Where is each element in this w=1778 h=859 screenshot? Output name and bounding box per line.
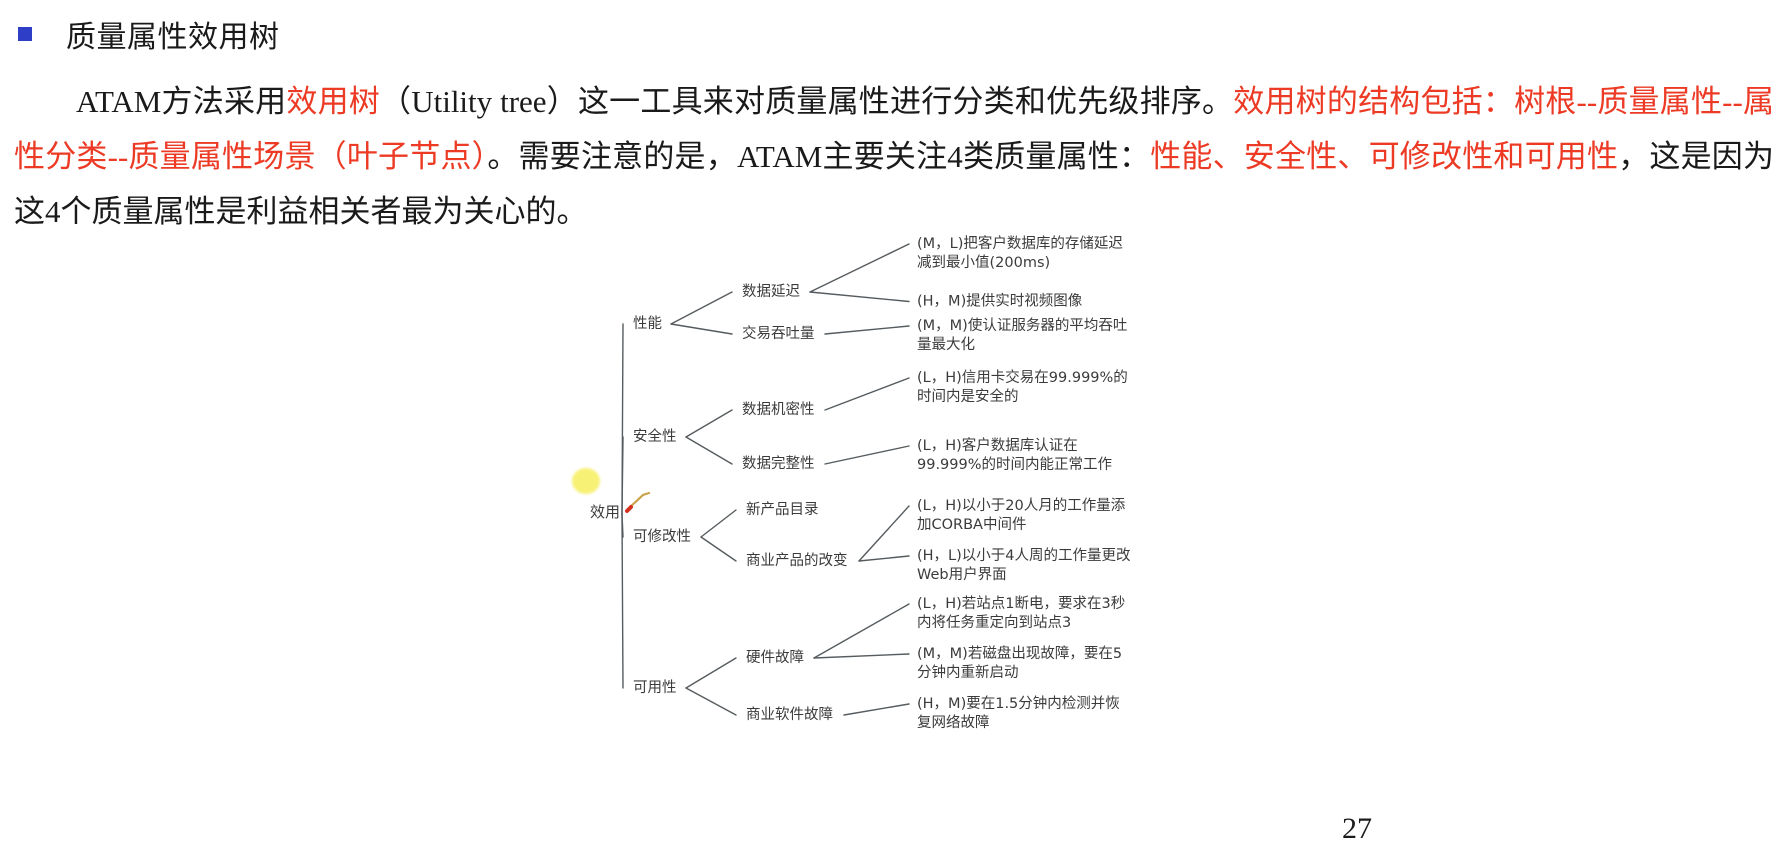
paragraph-run-6: ，这是因为这4个质量属性是利益相关者最为关心的。	[14, 139, 1775, 229]
tree-connector-lines	[621, 243, 910, 716]
tree-attribute-node-3: 可用性	[633, 680, 677, 696]
tree-category-node-2-1: 商业产品的改变	[746, 553, 848, 569]
tree-attribute-node-2: 可修改性	[633, 529, 691, 545]
tree-scenario-leaf-3-0-0: (L，H)若站点1断电，要求在3秒内将任务重定向到站点3	[917, 596, 1126, 631]
paragraph-run-5: 性能、安全性、可修改性和可用性	[1150, 139, 1619, 174]
body-paragraph: ATAM方法采用效用树（Utility tree）这一工具来对质量属性进行分类和…	[14, 74, 1774, 239]
slide-heading-row: 质量属性效用树	[18, 12, 280, 56]
paragraph-run-1: 效用树	[286, 84, 380, 119]
utility-tree-diagram: 效用 性能 数据延迟 (M，L)把客户数据库的存储延迟减到最小值(200ms) (H，M…	[0, 236, 1778, 859]
tree-scenario-leaf-0-0-0: (M，L)把客户数据库的存储延迟减到最小值(200ms)	[917, 236, 1123, 271]
tree-category-node-2-0: 新产品目录	[746, 502, 819, 518]
tree-scenario-leaf-3-0-1: (M，M)若磁盘出现故障，要在5分钟内重新启动	[917, 646, 1123, 681]
paragraph-run-4: 。需要注意的是，ATAM主要关注4类质量属性：	[487, 139, 1151, 174]
tree-category-node-3-1: 商业软件故障	[746, 707, 833, 723]
tree-scenario-leaf-0-1-0: (M，M)使认证服务器的平均吞吐量最大化	[917, 318, 1128, 353]
paragraph-run-3: 效用树的结构包括：树根--质量属性--属性分类--质量属性场景（叶子节点）	[14, 84, 1775, 174]
paragraph-run-2: （Utility tree）这一工具来对质量属性进行分类和优先级排序。	[380, 84, 1234, 119]
tree-scenario-leaf-1-1-0: (L，H)客户数据库认证在99.999%的时间内能正常工作	[917, 438, 1113, 473]
yellow-highlight-dot	[572, 468, 600, 494]
bullet-square-icon	[18, 27, 32, 41]
tree-scenario-leaf-1-0-0: (L，H)信用卡交易在99.999%的时间内是安全的	[917, 370, 1128, 405]
page-title: 质量属性效用树	[66, 21, 280, 54]
tree-category-node-1-0: 数据机密性	[742, 402, 815, 418]
tree-root-node: 效用	[590, 503, 621, 521]
tree-category-node-3-0: 硬件故障	[746, 650, 804, 666]
tree-category-node-0-1: 交易吞吐量	[742, 326, 815, 342]
red-pen-mark	[625, 491, 651, 513]
tree-attribute-node-1: 安全性	[633, 429, 677, 445]
tree-scenario-leaf-3-1-0: (H，M)要在1.5分钟内检测并恢复网络故障	[917, 696, 1120, 731]
tree-category-node-1-1: 数据完整性	[742, 456, 815, 472]
tree-category-node-0-0: 数据延迟	[742, 284, 800, 300]
paragraph-run-0: ATAM方法采用	[76, 84, 287, 119]
tree-scenario-leaf-0-0-1: (H，M)提供实时视频图像	[917, 293, 1083, 310]
tree-scenario-leaf-2-1-1: (H，L)以小于4人周的工作量更改Web用户界面	[917, 548, 1131, 583]
tree-scenario-leaf-2-1-0: (L，H)以小于20人月的工作量添加CORBA中间件	[917, 498, 1126, 533]
page-number: 27	[1342, 812, 1372, 845]
tree-attribute-node-0: 性能	[633, 316, 662, 332]
